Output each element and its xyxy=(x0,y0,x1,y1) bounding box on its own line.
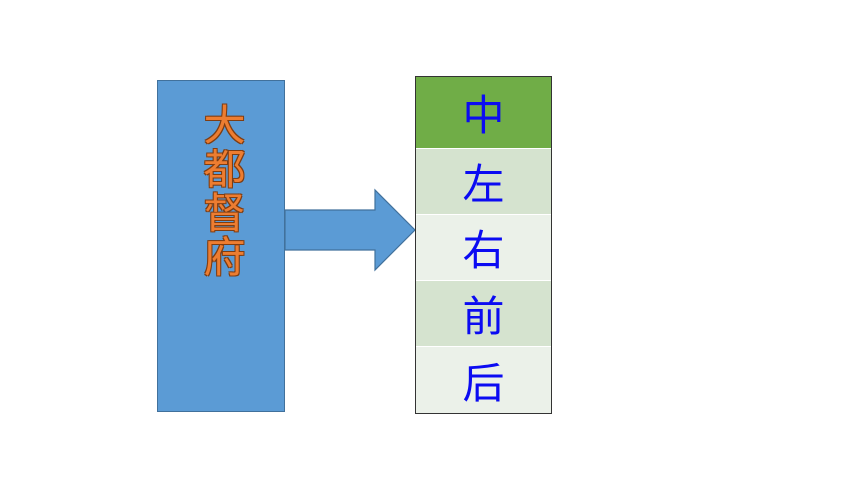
branch-row-center: 中 xyxy=(416,77,551,149)
right-arrow-icon xyxy=(285,188,416,272)
source-box: 大都督府 xyxy=(157,80,285,412)
branch-row-front: 前 xyxy=(416,281,551,347)
branch-row-left: 左 xyxy=(416,149,551,215)
source-label: 大都督府 xyxy=(197,103,246,279)
branch-table: 中 左 右 前 后 xyxy=(415,76,552,414)
branch-label: 右 xyxy=(462,226,505,275)
branch-row-rear: 后 xyxy=(416,347,551,413)
branch-label: 后 xyxy=(462,358,505,408)
branch-label: 左 xyxy=(462,160,505,209)
branch-label: 中 xyxy=(462,91,505,140)
branch-row-right: 右 xyxy=(416,215,551,281)
branch-label: 前 xyxy=(462,292,505,341)
